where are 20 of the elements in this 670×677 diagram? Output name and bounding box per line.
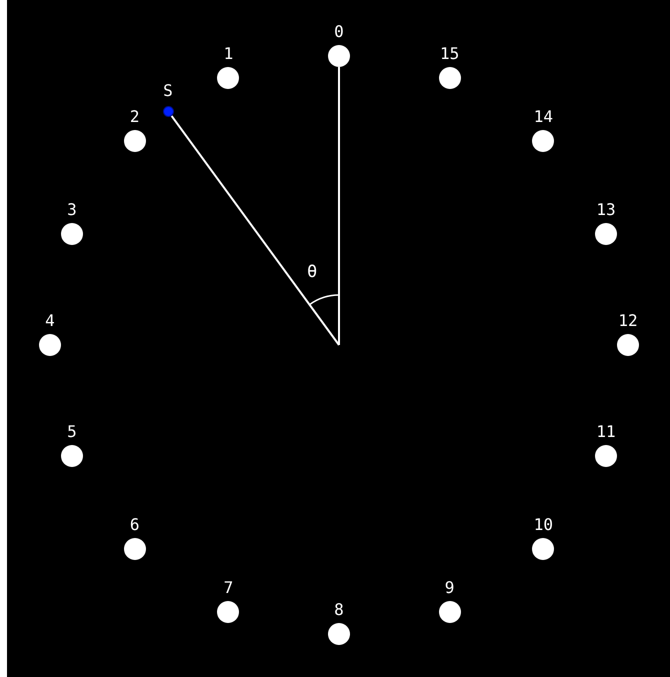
position-number: 7 [224,579,234,597]
position-number: 5 [67,422,77,441]
position-number: 2 [130,108,140,126]
radius-line [170,114,340,346]
position-number: S [163,82,173,100]
angle-label: θ [307,262,318,282]
position-number: 1 [224,44,234,63]
position-number: 3 [67,201,77,220]
position-number: 0 [334,23,344,41]
radius-line [338,67,340,345]
position-number: 9 [444,579,454,597]
position-number: 12 [618,312,638,330]
position-number: 10 [534,516,553,534]
position-number: 6 [130,516,140,534]
position-number: 14 [534,108,553,126]
position-number: 11 [596,422,616,441]
position-number: 8 [334,601,344,619]
position-number: 4 [45,312,55,330]
position-number: 13 [596,201,616,220]
position-number: 15 [440,44,460,63]
